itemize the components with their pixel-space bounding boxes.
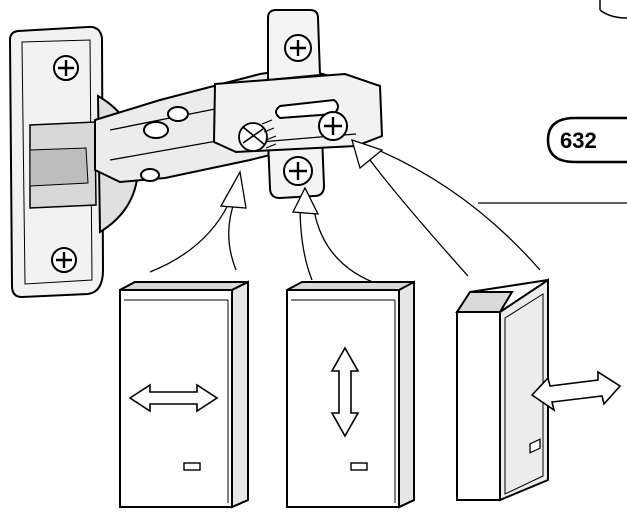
- plate-screw-bottom: [51, 247, 77, 273]
- hinge-door-plate: [8, 25, 105, 299]
- up-down-arrow-icon: [330, 346, 360, 438]
- height-adjust-screw: [283, 156, 313, 186]
- in-out-arrow-icon: [530, 370, 622, 412]
- left-right-arrow-icon: [128, 383, 219, 413]
- part-number-label: 632: [560, 128, 597, 153]
- callout-arrows: [149, 138, 541, 289]
- part-number-callout: 632: [478, 0, 627, 204]
- mounting-screw-top: [284, 34, 312, 62]
- door-depth-adjust: [455, 278, 622, 502]
- side-adjust-screw: [238, 119, 277, 152]
- door-side-adjust: [119, 280, 249, 509]
- slot-adjust-screw: [318, 111, 348, 141]
- plate-screw-top: [53, 55, 79, 81]
- door-height-adjust: [286, 280, 415, 509]
